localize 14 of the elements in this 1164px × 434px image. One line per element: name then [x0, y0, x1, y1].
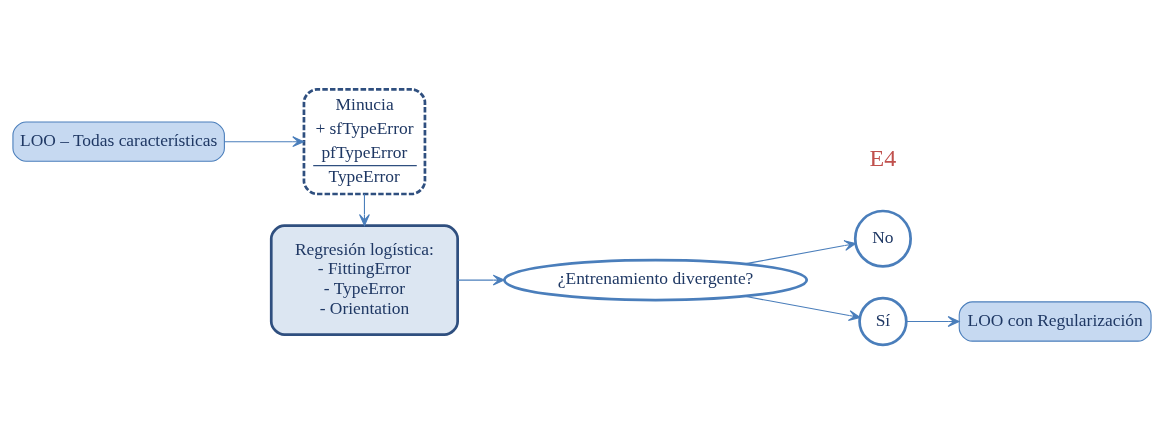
arrow [457, 274, 505, 286]
node-box: LOO – Todas características [12, 121, 225, 162]
arrow [905, 316, 960, 327]
node-circle: Sí [858, 296, 908, 347]
arrow [223, 136, 305, 148]
arrow [359, 193, 370, 227]
node-box: Minucia + sfTypeError pfTypeError TypeError [302, 88, 427, 196]
node-circle: No [853, 209, 912, 268]
node-box: LOO con Regularización [958, 301, 1152, 342]
label: E4 [869, 145, 897, 172]
arrow [744, 240, 857, 265]
node-ellipse: ¿Entrenamiento divergente? [503, 258, 809, 302]
arrow [744, 295, 861, 321]
node-box: Regresión logística: - FittingError - TypeError - Orientation [269, 224, 459, 336]
